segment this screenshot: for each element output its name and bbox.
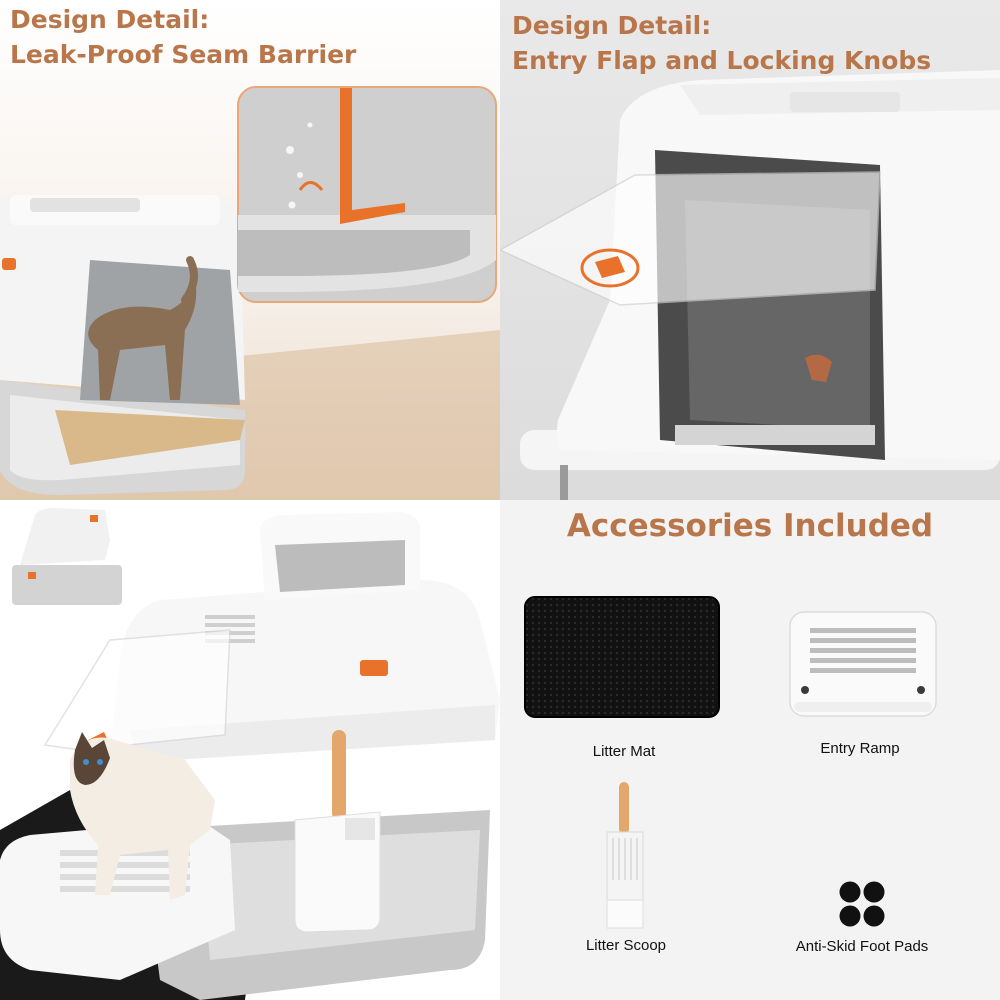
entry-flap-panel: Design Detail: Entry Flap and Locking Kn… xyxy=(500,0,1000,500)
entry-flap-illustration xyxy=(500,70,1000,500)
product-overview-panel xyxy=(0,500,500,1000)
foot-pads-image xyxy=(839,881,885,927)
accessory-label: Entry Ramp xyxy=(820,740,900,757)
entry-ramp-image xyxy=(789,611,937,717)
seam-illustration xyxy=(0,86,500,500)
accessories-panel: Accessories Included Litter Mat xyxy=(500,500,1000,1000)
litter-scoop-image xyxy=(606,782,644,929)
litter-mat-image xyxy=(524,596,720,718)
product-overview-illustration xyxy=(0,508,500,1000)
accessory-label: Litter Scoop xyxy=(585,937,667,954)
flap-heading: Design Detail: Entry Flap and Locking Kn… xyxy=(512,11,932,75)
accessory-label: Anti-Skid Foot Pads xyxy=(795,938,929,955)
accessories-title: Accessories Included xyxy=(566,508,934,544)
accessory-label: Litter Mat xyxy=(592,743,656,760)
seam-heading: Design Detail: Leak-Proof Seam Barrier xyxy=(10,5,357,69)
seam-barrier-panel: Design Detail: Leak-Proof Seam Barrier xyxy=(0,0,500,500)
